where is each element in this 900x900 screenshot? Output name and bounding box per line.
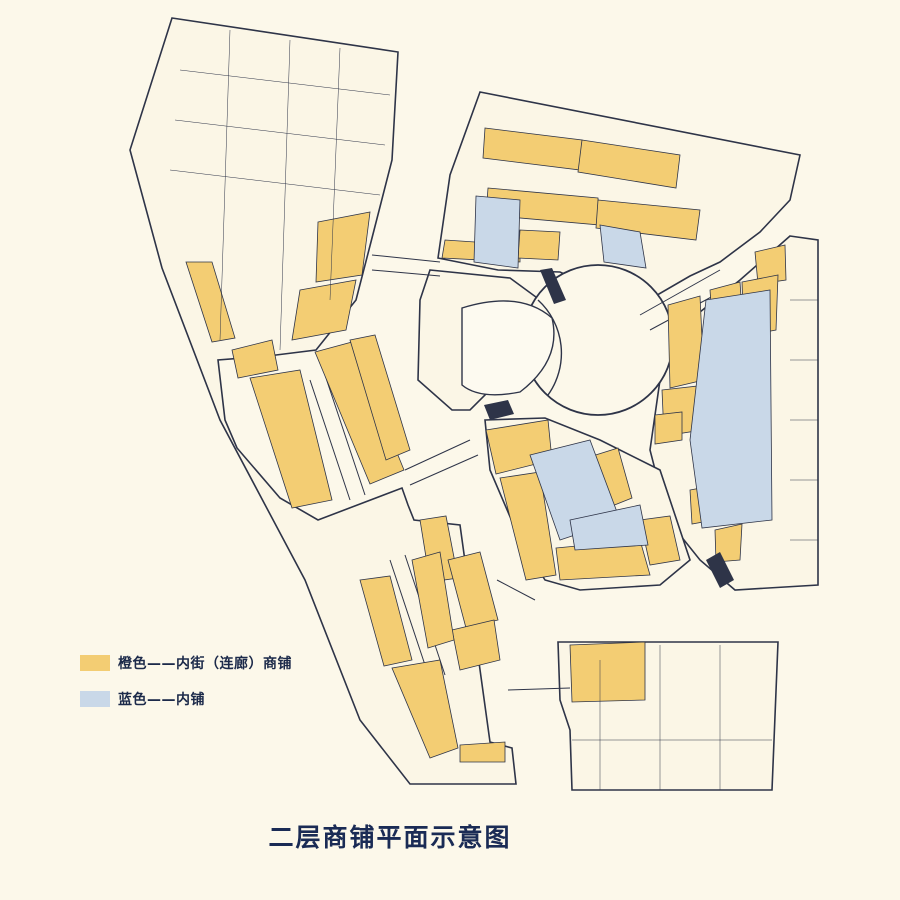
- legend-label: 橙色——内街（连廊）商铺: [118, 656, 292, 672]
- room-grid: [169, 29, 818, 790]
- central-court: [461, 300, 555, 396]
- inner-shops: [473, 195, 773, 551]
- rotunda-inner-arc: [537, 299, 563, 396]
- blue-swatch: [80, 691, 110, 707]
- legend-item-inner-shop: 蓝色——内铺: [80, 688, 292, 710]
- staircases: [484, 268, 734, 588]
- legend: 橙色——内街（连廊）商铺 蓝色——内铺: [80, 652, 292, 724]
- map-title: 二层商铺平面示意图: [268, 823, 512, 852]
- orange-swatch: [80, 655, 110, 671]
- legend-item-inner-street-shop: 橙色——内街（连廊）商铺: [80, 652, 292, 674]
- legend-label: 蓝色——内铺: [118, 692, 205, 708]
